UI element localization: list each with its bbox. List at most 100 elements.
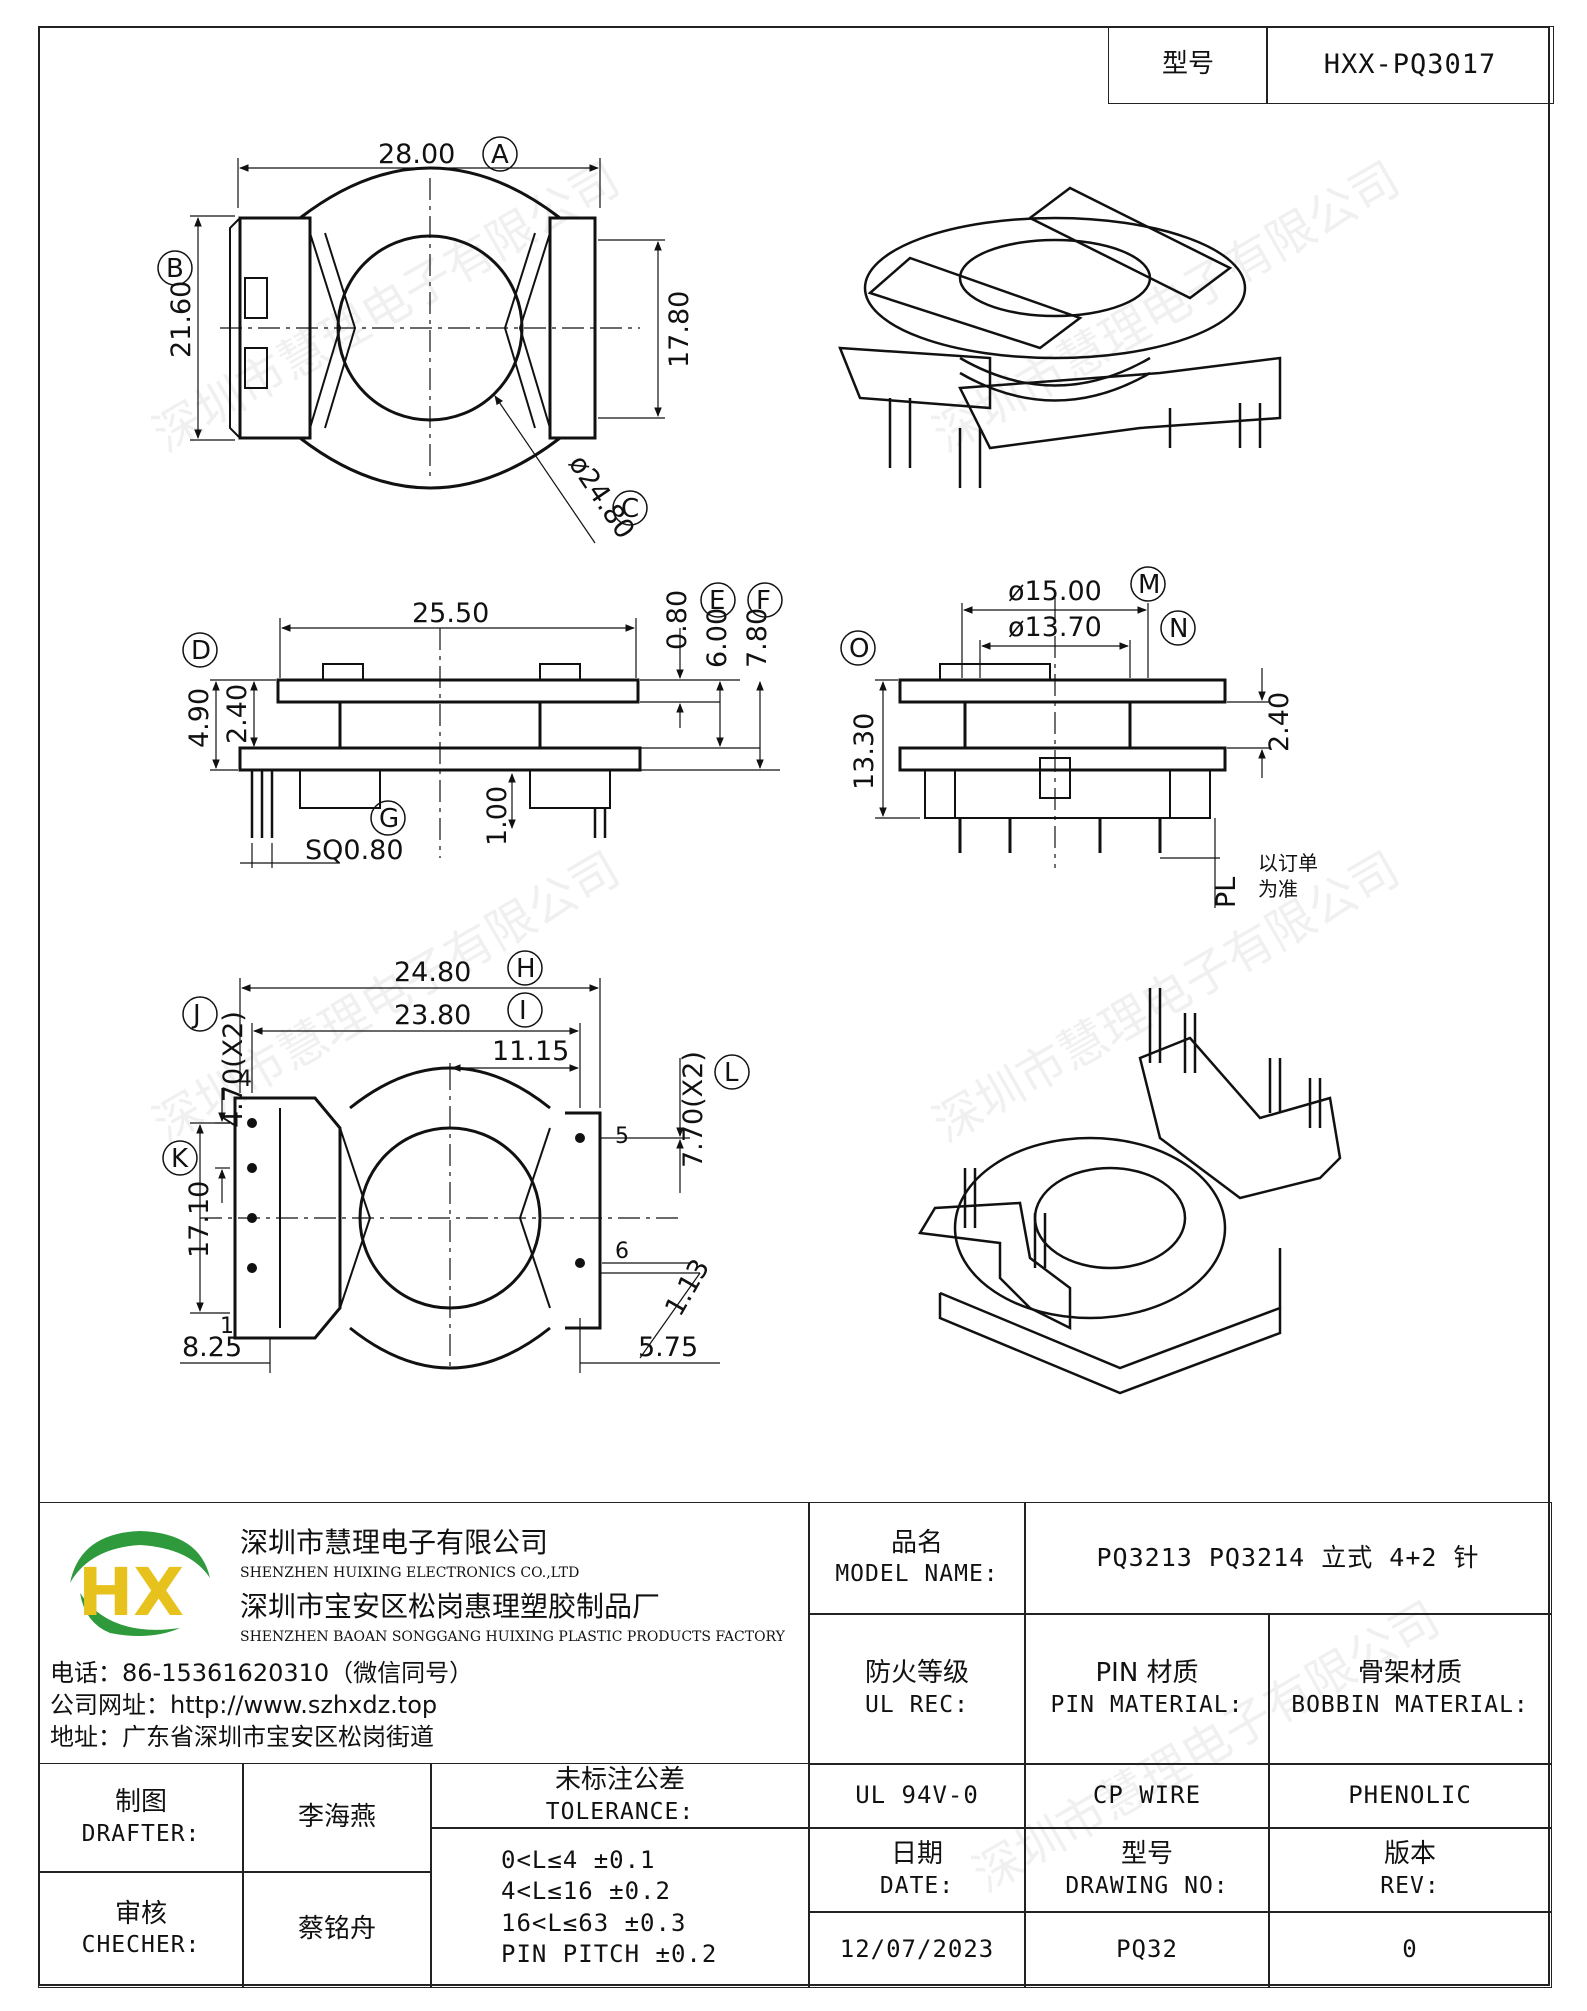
label-d: D bbox=[191, 636, 211, 666]
dim-4-90: 4.90 bbox=[184, 688, 215, 748]
rev-label-cell: 版本 REV: bbox=[1268, 1827, 1552, 1913]
label-c: C bbox=[621, 494, 639, 524]
dim-11-15: 11.15 bbox=[492, 1036, 569, 1067]
dim-front-2-40: 2.40 bbox=[1264, 692, 1295, 752]
bobbin-cn: 骨架材质 bbox=[1357, 1658, 1462, 1689]
bobbin-value-cell: PHENOLIC bbox=[1268, 1763, 1552, 1829]
dim-m: ø15.00 bbox=[1008, 576, 1102, 607]
factory-name-en: SHENZHEN BAOAN SONGGANG HUIXING PLASTIC … bbox=[240, 1629, 785, 1645]
bobbin-value: PHENOLIC bbox=[1348, 1781, 1472, 1810]
label-e: E bbox=[709, 586, 725, 616]
drawing-no-label-cell: 型号 DRAWING NO: bbox=[1024, 1827, 1270, 1913]
company-website[interactable]: 公司网址：http://www.szhxdz.top bbox=[50, 1691, 438, 1719]
pl-note-1: 以订单 bbox=[1258, 851, 1318, 875]
ul-label-cell: 防火等级 UL REC: bbox=[808, 1613, 1026, 1765]
model-name-value-cell: PQ3213 PQ3214 立式 4+2 针 bbox=[1024, 1502, 1552, 1615]
drawing-no-value-cell: PQ32 bbox=[1024, 1911, 1270, 1988]
drawing-no-value: PQ32 bbox=[1116, 1934, 1178, 1963]
dim-n: ø13.70 bbox=[1008, 612, 1102, 643]
dim-28-00: 28.00 bbox=[378, 139, 455, 170]
label-n: N bbox=[1169, 614, 1188, 644]
model-value: HXX-PQ3017 bbox=[1323, 49, 1497, 81]
top-view: 28.00 A 21.60 B 17.80 ø24.80 C bbox=[157, 136, 695, 545]
dim-7-80: 7.80 bbox=[742, 608, 773, 668]
drafter-label-cell: 制图 DRAFTER: bbox=[38, 1763, 244, 1873]
ul-en: UL REC: bbox=[865, 1691, 969, 1718]
tolerance-line: 4<L≤16 ±0.2 bbox=[501, 1877, 671, 1906]
technical-drawing: 28.00 A 21.60 B 17.80 ø24.80 C bbox=[157, 136, 1342, 1395]
label-h: H bbox=[516, 954, 536, 984]
company-block: HX 深圳市慧理电子有限公司 SHENZHEN HUIXING ELECTRON… bbox=[40, 1502, 810, 1764]
dim-l: 7.70(X2) bbox=[678, 1051, 709, 1168]
dim-6-00: 6.00 bbox=[702, 608, 733, 668]
company-name-cn: 深圳市慧理电子有限公司 bbox=[240, 1526, 549, 1559]
tolerance-line: PIN PITCH ±0.2 bbox=[501, 1939, 718, 1968]
drawing-sheet: 型号 HXX-PQ3017 深圳市慧理电子有限公司 深圳市慧理电子有限公司 深圳… bbox=[38, 26, 1554, 1988]
label-m: M bbox=[1138, 570, 1160, 600]
label-b: B bbox=[166, 254, 184, 284]
rev-value: 0 bbox=[1402, 1934, 1418, 1963]
dim-i: 23.80 bbox=[394, 1000, 471, 1031]
date-value-cell: 12/07/2023 bbox=[808, 1911, 1026, 1988]
company-address: 地址：广东省深圳市宝安区松岗街道 bbox=[50, 1723, 434, 1751]
pin-material-label-cell: PIN 材质 PIN MATERIAL: bbox=[1024, 1613, 1270, 1765]
dim-j: 4.70(X2) bbox=[218, 1011, 249, 1128]
checker-label-cell: 审核 CHECHER: bbox=[38, 1871, 244, 1988]
dim-2-40: 2.40 bbox=[222, 684, 253, 744]
drafter-cn: 制图 bbox=[114, 1787, 167, 1818]
label-o: O bbox=[849, 634, 869, 664]
tolerance-label-cell: 未标注公差 TOLERANCE: bbox=[430, 1763, 810, 1829]
tolerance-values-cell: 0<L≤4 ±0.1 4<L≤16 ±0.2 16<L≤63 ±0.3 PIN … bbox=[430, 1827, 810, 1988]
model-value-cell: HXX-PQ3017 bbox=[1266, 26, 1554, 104]
model-name-label-cell: 品名 MODEL NAME: bbox=[808, 1502, 1026, 1615]
dim-o: 13.30 bbox=[849, 713, 880, 790]
isometric-view-bottom bbox=[917, 988, 1342, 1395]
tolerance-line: 0<L≤4 ±0.1 bbox=[501, 1846, 656, 1875]
checker-value: 蔡铭舟 bbox=[297, 1913, 376, 1944]
company-name-en: SHENZHEN HUIXING ELECTRONICS CO.,LTD bbox=[240, 1565, 580, 1581]
factory-name-cn: 深圳市宝安区松岗惠理塑胶制品厂 bbox=[240, 1590, 661, 1623]
dim-0-80: 0.80 bbox=[662, 590, 693, 650]
pin-1-label: 1 bbox=[220, 1314, 234, 1339]
label-a: A bbox=[491, 140, 509, 170]
tolerance-en: TOLERANCE: bbox=[545, 1798, 695, 1825]
dim-sq0-80: SQ0.80 bbox=[305, 835, 404, 866]
checker-cn: 审核 bbox=[114, 1898, 167, 1929]
model-label: 型号 bbox=[1161, 49, 1214, 80]
label-l: L bbox=[724, 1058, 739, 1088]
tolerance-cn: 未标注公差 bbox=[554, 1765, 685, 1796]
pin-6-label: 6 bbox=[615, 1239, 629, 1264]
company-phone: 电话：86-15361620310（微信同号） bbox=[50, 1659, 474, 1687]
label-g: G bbox=[379, 804, 399, 834]
model-name-en: MODEL NAME: bbox=[835, 1561, 999, 1588]
pin-en: PIN MATERIAL: bbox=[1050, 1691, 1244, 1718]
ul-cn: 防火等级 bbox=[864, 1658, 969, 1689]
drafter-en: DRAFTER: bbox=[81, 1820, 201, 1847]
bobbin-material-label-cell: 骨架材质 BOBBIN MATERIAL: bbox=[1268, 1613, 1552, 1765]
ul-value-cell: UL 94V-0 bbox=[808, 1763, 1026, 1829]
pl-note-2: 为准 bbox=[1258, 877, 1298, 901]
ul-value: UL 94V-0 bbox=[855, 1781, 979, 1810]
dim-h: 24.80 bbox=[394, 957, 471, 988]
date-cn: 日期 bbox=[890, 1839, 943, 1870]
dim-25-50: 25.50 bbox=[412, 598, 489, 629]
model-name-value: PQ3213 PQ3214 立式 4+2 针 bbox=[1096, 1543, 1480, 1573]
label-j: J bbox=[191, 1000, 201, 1030]
tolerance-line: 16<L≤63 ±0.3 bbox=[501, 1908, 687, 1937]
drafter-value-cell: 李海燕 bbox=[242, 1763, 432, 1873]
company-logo: HX bbox=[70, 1531, 210, 1637]
pin-value-cell: CP WIRE bbox=[1024, 1763, 1270, 1829]
pin-4-label: 4 bbox=[238, 1067, 252, 1092]
dim-k: 17.10 bbox=[184, 1181, 215, 1258]
logo-text: HX bbox=[78, 1554, 184, 1631]
bobbin-en: BOBBIN MATERIAL: bbox=[1291, 1691, 1529, 1718]
model-name-cn: 品名 bbox=[890, 1527, 943, 1558]
label-i: I bbox=[519, 996, 527, 1026]
drafter-value: 李海燕 bbox=[297, 1802, 376, 1833]
drawing-no-cn: 型号 bbox=[1120, 1839, 1173, 1870]
bottom-view: 24.80 H 23.80 I 11.15 4.70(X2) J bbox=[162, 950, 750, 1373]
model-label-cell: 型号 bbox=[1108, 26, 1268, 104]
label-k: K bbox=[171, 1144, 189, 1174]
dim-8-25: 8.25 bbox=[182, 1332, 242, 1363]
label-f: F bbox=[756, 586, 771, 616]
